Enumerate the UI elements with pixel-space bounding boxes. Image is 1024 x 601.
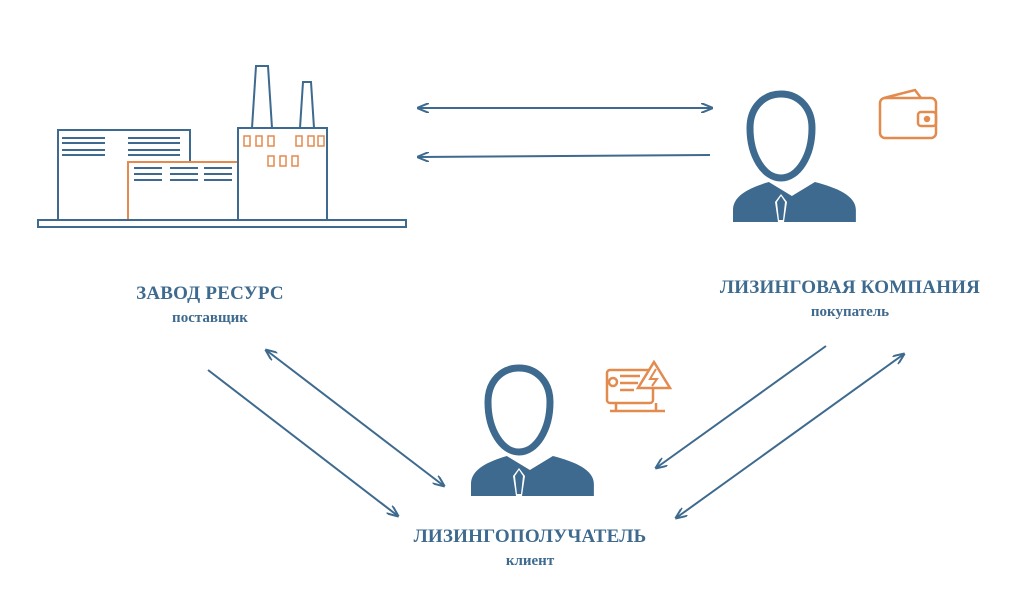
factory-subtitle: поставщик [172, 309, 248, 326]
leasing-company-title: ЛИЗИНГОВАЯ КОМПАНИЯ [719, 277, 981, 298]
arrow-factory-client-both [266, 350, 444, 486]
client-subtitle: клиент [505, 552, 555, 569]
client-label: ЛИЗИНГОПОЛУЧАТЕЛЬ клиент [380, 526, 680, 570]
wallet-icon [878, 88, 938, 140]
generator-icon [605, 359, 673, 413]
businessman-icon [733, 90, 856, 222]
factory-icon [37, 65, 407, 228]
arrow-company-to-factory [418, 155, 711, 157]
arrow-company-to-client [656, 345, 827, 468]
client-title: ЛИЗИНГОПОЛУЧАТЕЛЬ [413, 526, 647, 547]
arrows [207, 108, 904, 518]
leasing-company-subtitle: покупатель [810, 303, 890, 320]
businessman-icon [471, 364, 594, 496]
leasing-company-label: ЛИЗИНГОВАЯ КОМПАНИЯ покупатель [690, 277, 1010, 321]
arrow-company-client-both [676, 354, 904, 518]
arrow-factory-to-client [207, 369, 398, 516]
factory-title: ЗАВОД РЕСУРС [136, 283, 284, 304]
factory-label: ЗАВОД РЕСУРС поставщик [90, 283, 330, 327]
